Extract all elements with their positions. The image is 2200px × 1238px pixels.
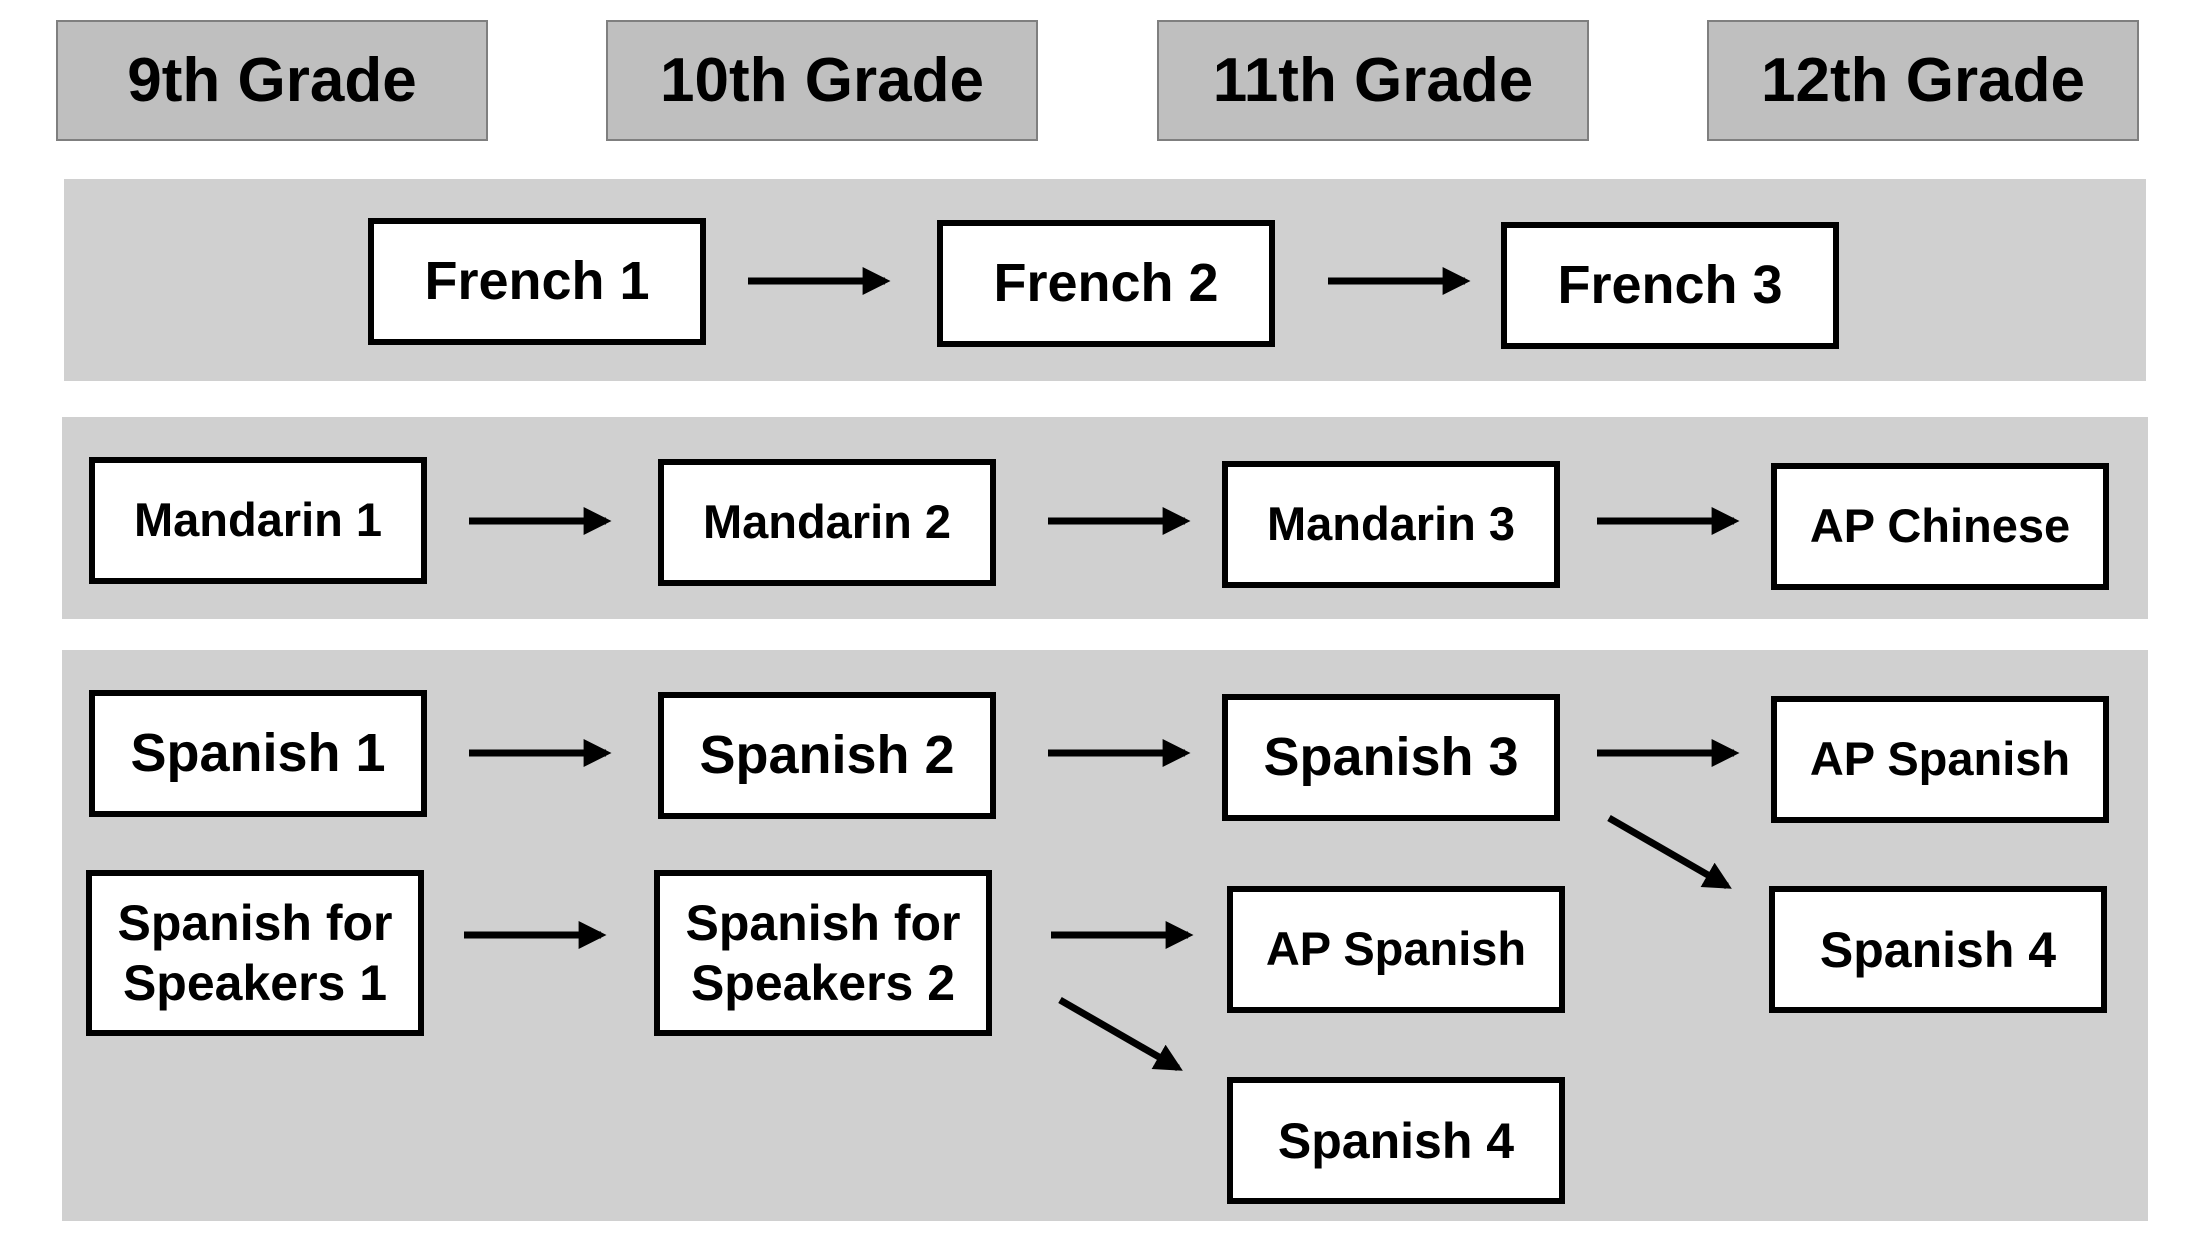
- grade-header-12: 12th Grade: [1707, 20, 2139, 141]
- course-mandarin-2-label: Mandarin 2: [702, 495, 952, 549]
- course-spanish-4-after-spanish-3: Spanish 4: [1769, 886, 2107, 1013]
- course-mandarin-1-label: Mandarin 1: [133, 493, 383, 547]
- course-spanish-for-speakers-2: Spanish for Speakers 2: [654, 870, 992, 1036]
- course-spanish-1: Spanish 1: [89, 690, 427, 817]
- course-mandarin-1: Mandarin 1: [89, 457, 427, 584]
- course-ap-chinese-label: AP Chinese: [1809, 499, 2071, 553]
- course-spanish-for-speakers-2-line1: Spanish for: [685, 895, 961, 951]
- course-ap-spanish-after-speakers-2: AP Spanish: [1227, 886, 1565, 1013]
- grade-header-10: 10th Grade: [606, 20, 1038, 141]
- course-spanish-2-label: Spanish 2: [699, 725, 955, 786]
- course-french-3-label: French 3: [1557, 255, 1783, 316]
- grade-header-9: 9th Grade: [56, 20, 488, 141]
- course-spanish-for-speakers-2-line2: Speakers 2: [690, 955, 956, 1011]
- course-ap-spanish-after-spanish-3: AP Spanish: [1771, 696, 2109, 823]
- course-spanish-1-label: Spanish 1: [130, 723, 386, 784]
- course-spanish-for-speakers-1-line2: Speakers 1: [122, 955, 388, 1011]
- course-spanish-for-speakers-1-line1: Spanish for: [117, 895, 393, 951]
- course-spanish-4-after-speakers-2-label: Spanish 4: [1277, 1112, 1515, 1169]
- course-french-3: French 3: [1501, 222, 1839, 349]
- course-spanish-4-after-speakers-2: Spanish 4: [1227, 1077, 1565, 1204]
- course-spanish-for-speakers-1-text: Spanish for Speakers 1: [117, 893, 392, 1013]
- course-ap-chinese: AP Chinese: [1771, 463, 2109, 590]
- course-french-2: French 2: [937, 220, 1275, 347]
- course-spanish-3-label: Spanish 3: [1263, 727, 1519, 788]
- course-ap-spanish-after-speakers-2-label: AP Spanish: [1265, 922, 1527, 976]
- course-mandarin-3-label: Mandarin 3: [1266, 497, 1516, 551]
- course-french-1: French 1: [368, 218, 706, 345]
- course-spanish-2: Spanish 2: [658, 692, 996, 819]
- course-ap-spanish-after-spanish-3-label: AP Spanish: [1809, 732, 2071, 786]
- course-spanish-for-speakers-2-text: Spanish for Speakers 2: [685, 893, 960, 1013]
- grade-header-11: 11th Grade: [1157, 20, 1589, 141]
- course-french-2-label: French 2: [993, 253, 1219, 314]
- course-spanish-4-after-spanish-3-label: Spanish 4: [1819, 921, 2057, 978]
- course-french-1-label: French 1: [424, 251, 650, 312]
- course-spanish-for-speakers-1: Spanish for Speakers 1: [86, 870, 424, 1036]
- course-spanish-3: Spanish 3: [1222, 694, 1560, 821]
- course-mandarin-3: Mandarin 3: [1222, 461, 1560, 588]
- course-mandarin-2: Mandarin 2: [658, 459, 996, 586]
